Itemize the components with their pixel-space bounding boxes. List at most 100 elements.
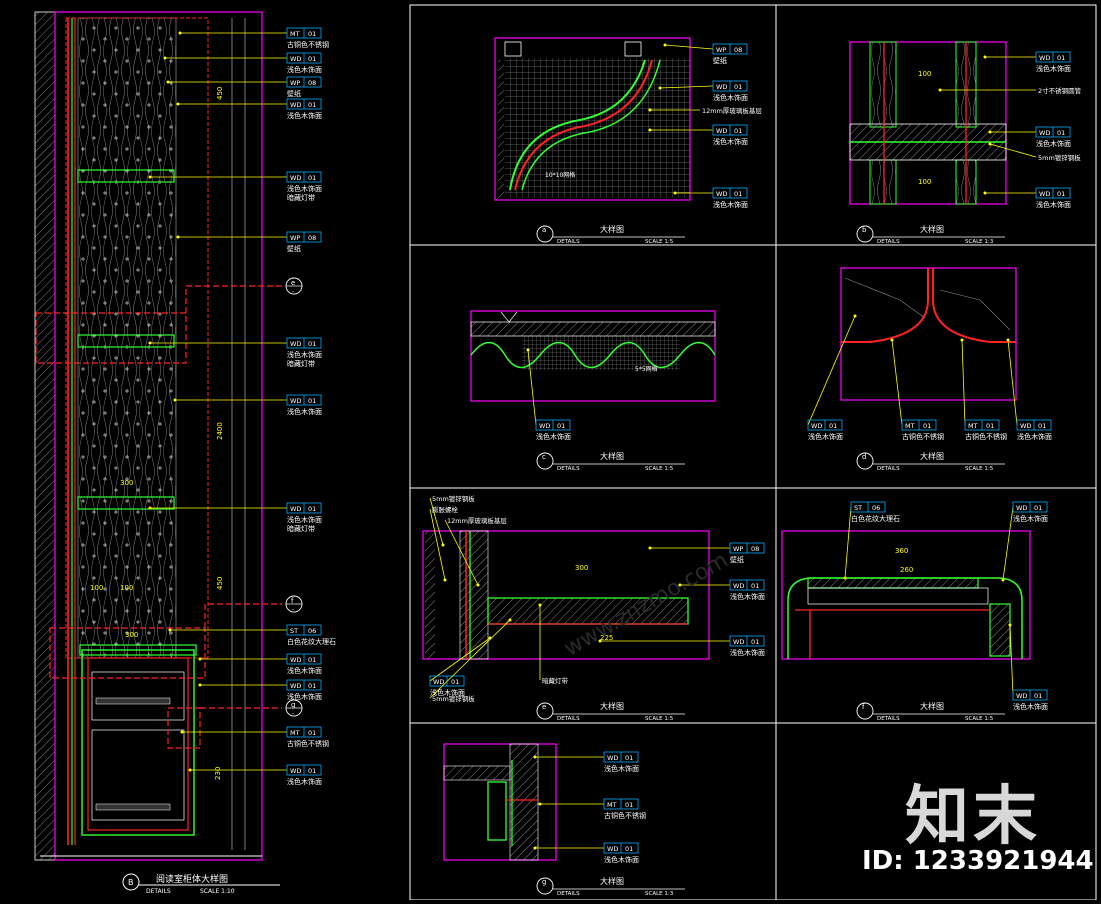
material-code: WD	[433, 678, 444, 686]
section-mark-id: g	[291, 701, 295, 709]
leader-dot	[476, 583, 480, 587]
leader-dot	[443, 578, 447, 582]
leader-dot	[538, 802, 542, 806]
leader-dot	[173, 398, 177, 402]
material-label: 浅色木饰面	[536, 432, 571, 441]
material-number: 01	[1057, 54, 1065, 62]
section-mark-id: f	[291, 597, 294, 605]
svg-text:450: 450	[216, 87, 224, 100]
svg-text:300: 300	[125, 631, 138, 639]
leader-dot	[853, 314, 857, 318]
material-number: 01	[308, 505, 316, 513]
material-label: 浅色木饰面	[604, 764, 639, 773]
material-code: WD	[290, 767, 301, 775]
material-code: WD	[607, 754, 618, 762]
detail-title: 大样图	[920, 451, 944, 461]
detail-b-drawing: 100 100	[849, 41, 1007, 205]
leader-dot	[180, 730, 184, 734]
detail-marker-a	[536, 225, 554, 243]
material-code: WP	[290, 234, 300, 242]
main-sub: DETAILS	[146, 888, 171, 895]
detail-marker-e	[536, 702, 554, 720]
leader-dot	[658, 86, 662, 90]
material-label: 浅色木饰面	[287, 407, 322, 416]
leader-dot	[441, 543, 445, 547]
main-cabinet-section: 450 2400 450 230 300 100 100 300	[34, 11, 282, 861]
grid-note: 10*10网格	[545, 171, 575, 179]
leader-dot	[648, 128, 652, 132]
material-code: MT	[905, 422, 915, 430]
svg-text:260: 260	[900, 566, 913, 574]
leader-dot	[960, 338, 964, 342]
material-number: 01	[734, 190, 742, 198]
leader-line	[844, 506, 852, 579]
material-note: 暗藏灯带	[287, 524, 315, 533]
material-label: 浅色木饰面	[287, 692, 322, 701]
leader-line	[429, 508, 446, 581]
leader-dot	[988, 130, 992, 134]
detail-a-drawing	[494, 37, 691, 201]
leader-dot	[988, 142, 992, 146]
note-label: 暗藏灯带	[542, 676, 569, 685]
leader-line	[527, 349, 537, 426]
material-code: WD	[733, 582, 744, 590]
leader-dot	[1008, 623, 1012, 627]
svg-text:100: 100	[918, 178, 931, 186]
material-number: 01	[451, 678, 459, 686]
leader-dot	[1006, 338, 1010, 342]
detail-title: 大样图	[920, 224, 944, 234]
svg-text:100: 100	[918, 70, 931, 78]
material-label: 壁纸	[730, 555, 744, 564]
detail-id: b	[862, 226, 867, 234]
material-number: 01	[1034, 692, 1042, 700]
section-mark-id: e	[291, 279, 295, 287]
material-number: 01	[625, 754, 633, 762]
leader-line	[1007, 339, 1018, 426]
watermark-logo: 知末	[905, 780, 1041, 854]
material-code: WD	[1016, 504, 1027, 512]
svg-text:100: 100	[90, 584, 103, 592]
leader-dot	[176, 102, 180, 106]
svg-text:450: 450	[216, 577, 224, 590]
note-label: 膨胀螺栓	[432, 505, 459, 514]
material-label: 浅色木饰面	[1017, 432, 1052, 441]
material-number: 01	[308, 101, 316, 109]
material-label: 白色花纹大理石	[851, 514, 900, 523]
material-label: 浅色木饰面	[287, 666, 322, 675]
detail-scale: SCALE 1:5	[645, 716, 674, 722]
leader-line	[891, 339, 903, 426]
material-label: 浅色木饰面	[1036, 200, 1071, 209]
note-label: 5mm镀锌钢板	[432, 694, 475, 703]
leader-line	[664, 44, 714, 50]
material-number: 01	[625, 801, 633, 809]
leader-dot	[598, 639, 602, 643]
material-code: MT	[290, 30, 300, 38]
leader-line	[659, 85, 714, 89]
leader-dot	[983, 55, 987, 59]
leader-dot	[148, 506, 152, 510]
detail-scale: SCALE 1:5	[645, 239, 674, 245]
note-label: 12mm厚玻璃板基层	[702, 106, 762, 115]
material-note: 暗藏灯带	[287, 193, 315, 202]
leader-dot	[508, 618, 512, 622]
material-label: 浅色木饰面	[287, 184, 322, 193]
detail-id: g	[542, 878, 546, 886]
detail-scale: SCALE 1:5	[965, 466, 994, 472]
material-code: MT	[290, 729, 300, 737]
main-scale: SCALE 1:10	[200, 888, 235, 895]
material-number: 01	[751, 582, 759, 590]
material-label: 浅色木饰面	[287, 350, 322, 359]
leader-dot	[663, 43, 667, 47]
svg-text:225: 225	[600, 634, 613, 642]
svg-text:2400: 2400	[216, 422, 224, 440]
material-label: 浅色木饰面	[1013, 702, 1048, 711]
leader-line	[429, 637, 491, 682]
material-label: 壁纸	[287, 89, 301, 98]
material-label: 古铜色不锈钢	[604, 811, 646, 820]
panel-frames	[409, 4, 1097, 901]
material-label: 古铜色不锈钢	[287, 739, 329, 748]
note-label: 5mm镀锌钢板	[432, 494, 475, 503]
material-label: 浅色木饰面	[730, 592, 765, 601]
